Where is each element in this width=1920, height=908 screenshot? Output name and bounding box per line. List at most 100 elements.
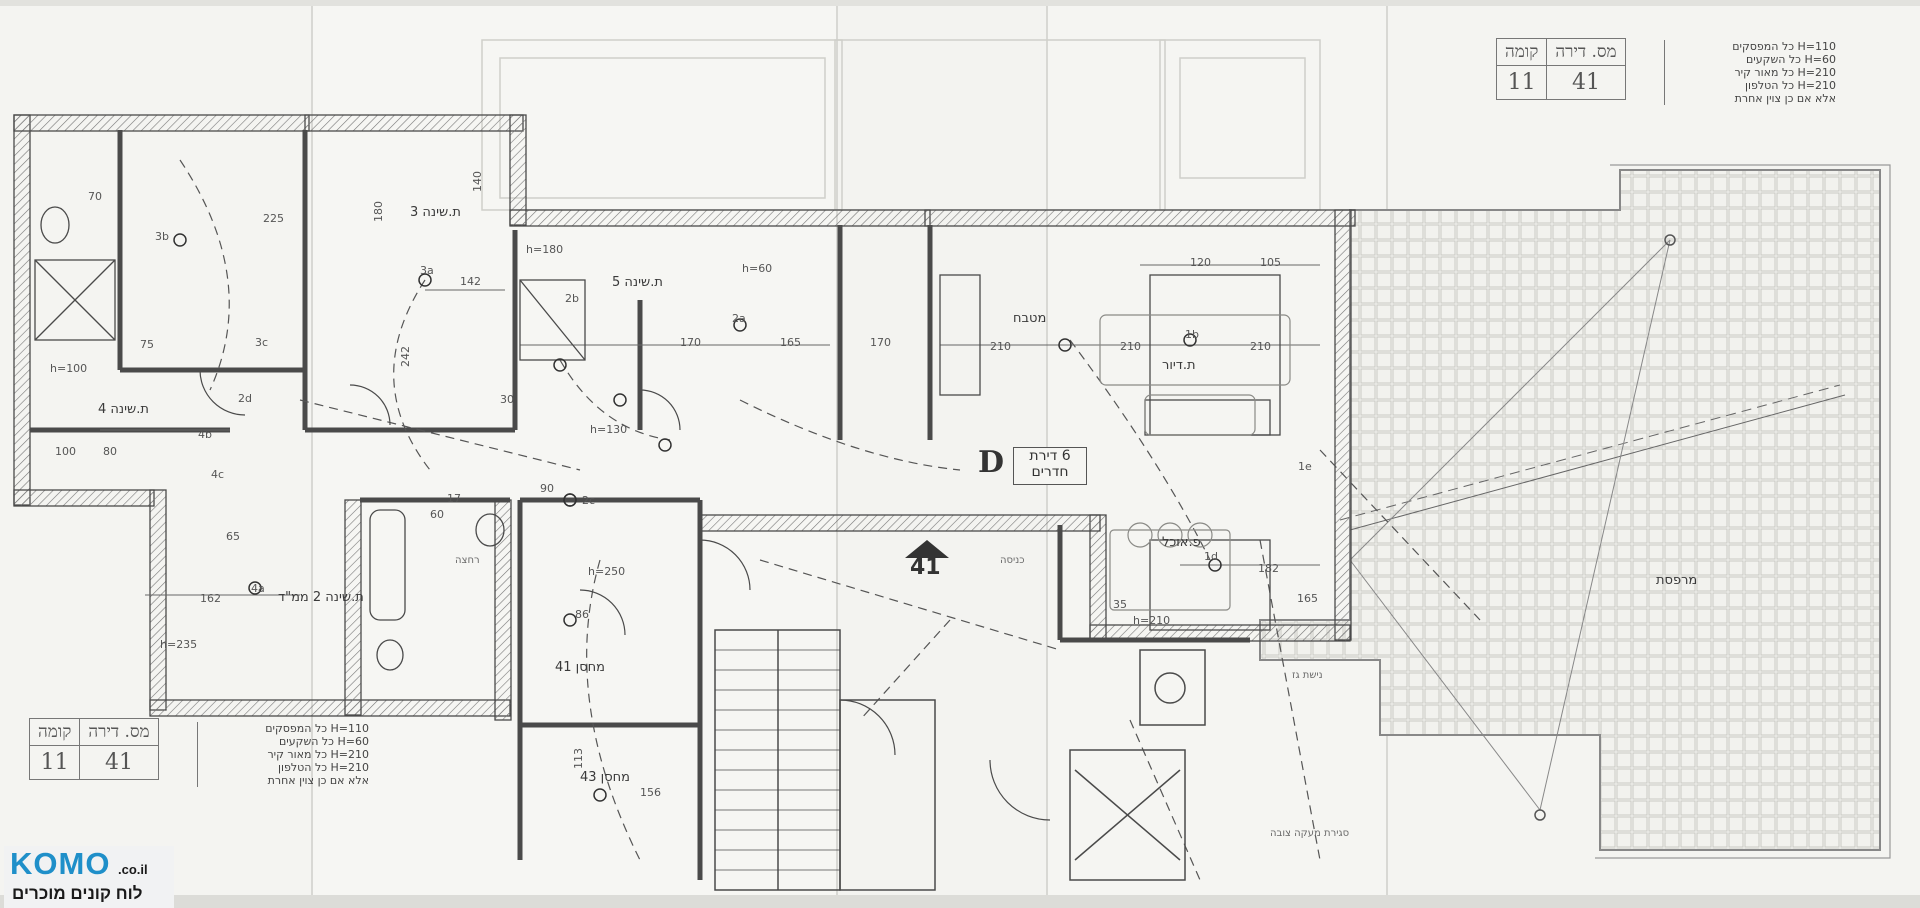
apartment-marker-letter: D (978, 445, 1005, 480)
table-value-floor: 11 (28, 745, 81, 780)
dim-80: 80 (103, 445, 117, 458)
table-value-apartment-no: 41 (1546, 65, 1626, 100)
dim-165-b: 165 (1297, 592, 1318, 605)
room-label-bedroom-2: ת.שינה 2 ממ"ד (278, 590, 364, 605)
table-header-apartment-no: מס. דירה (79, 718, 159, 746)
dim-210-b: 210 (1120, 340, 1141, 353)
tag-2b: 2b (565, 292, 579, 305)
legend-line: H=210 כל מאור קיר (1734, 66, 1836, 79)
logo-domain: .co.il (118, 862, 148, 877)
table-value-apartment-no: 41 (79, 745, 159, 780)
tag-4c: 4c (211, 468, 225, 481)
table-header-apartment-no: מס. דירה (1546, 38, 1626, 66)
dim-165: 165 (780, 336, 801, 349)
dim-90: 90 (540, 482, 554, 495)
tag-h130: h=130 (590, 423, 628, 436)
dim-180: 180 (372, 201, 385, 222)
legend-line: H=60 כל השקעים (1746, 53, 1836, 66)
tag-2c: 2c (582, 494, 596, 507)
dim-162: 162 (200, 592, 221, 605)
terrace-area (1259, 164, 1891, 859)
tag-3a: 3a (420, 264, 434, 277)
tag-2a: 2a (732, 312, 746, 325)
tag-3b: 3b (155, 230, 169, 243)
fixtures (34, 206, 1281, 671)
room-label-storage-41: מחסן 41 (555, 660, 605, 675)
room-label-bath: רחצה (455, 555, 480, 566)
apartment-rooms-box: 6 דירת חדרים (1013, 447, 1087, 485)
table-header-floor: קומה (28, 718, 81, 746)
dim-140: 140 (471, 171, 484, 192)
dim-70: 70 (88, 190, 102, 203)
installation-legend-bottom: H=110 כל המפסקים H=60 כל השקעים H=210 כל… (197, 722, 369, 787)
dim-120: 120 (1190, 256, 1211, 269)
legend-line: אלא אם כן צוין אחרת (267, 774, 369, 787)
tag-1e: 1e (1298, 460, 1312, 473)
apartment-info-table-bottom: קומה מס. דירה 11 41 (28, 718, 159, 780)
legend-line: H=210 כל הטלפון (278, 761, 369, 774)
tag-h60: h=60 (742, 262, 773, 275)
dim-113: 113 (572, 748, 585, 769)
dim-17: 17 (447, 492, 461, 505)
logo-tagline: לוח קונים מוכרים (12, 884, 143, 903)
table-header-floor: קומה (1495, 38, 1548, 66)
tag-h100: h=100 (50, 362, 88, 375)
dim-105: 105 (1260, 256, 1281, 269)
tag-4b: 4b (198, 428, 212, 441)
apartment-info-table-top: קומה מס. דירה 11 41 (1495, 38, 1626, 100)
dim-30: 30 (500, 393, 514, 406)
room-label-gas: נישת גז (1292, 670, 1323, 681)
legend-line: H=110 כל המפסקים (265, 722, 369, 735)
legend-line: H=210 כל הטלפון (1745, 79, 1836, 92)
apartment-arrow-icon (905, 540, 949, 558)
furniture (1099, 314, 1291, 611)
apartment-number: 41 (910, 555, 941, 580)
dim-100: 100 (55, 445, 76, 458)
dim-242: 242 (399, 346, 412, 367)
dim-170-a: 170 (680, 336, 701, 349)
dimension-lines (100, 264, 1320, 596)
table-value-floor: 11 (1495, 65, 1548, 100)
room-label-bedroom-3: ת.שינה 3 (410, 205, 461, 220)
komo-logo[interactable]: KOMO .co.il לוח קונים מוכרים (4, 846, 174, 908)
apartment-rooms-label: 6 דירת חדרים (1029, 448, 1071, 480)
legend-line: H=60 כל השקעים (279, 735, 369, 748)
tag-h180: h=180 (526, 243, 564, 256)
room-label-living: ת.דיור (1162, 358, 1196, 373)
dim-182: 182 (1258, 562, 1279, 575)
room-label-terrace: מרפסת (1656, 573, 1698, 588)
stair-note: סגירת מעקה צובה (1270, 828, 1350, 839)
dim-210-c: 210 (1250, 340, 1271, 353)
dim-60: 60 (430, 508, 444, 521)
dim-86: 86 (575, 608, 589, 621)
light-points (173, 233, 1222, 802)
dim-210-a: 210 (990, 340, 1011, 353)
tag-h235: h=235 (160, 638, 198, 651)
door-swings (199, 369, 1051, 821)
tag-h210: h=210 (1133, 614, 1171, 627)
tag-h250: h=250 (588, 565, 626, 578)
dim-65: 65 (226, 530, 240, 543)
legend-line: אלא אם כן צוין אחרת (1734, 92, 1836, 105)
tag-3c: 3c (255, 336, 269, 349)
room-label-kitchen: מטבח (1013, 311, 1047, 326)
room-label-entrance: כניסה (1000, 555, 1025, 566)
room-label-storage-43: מחסן 43 (580, 770, 630, 785)
room-label-dining: פ.אוכל (1162, 535, 1201, 550)
dim-35: 35 (1113, 598, 1127, 611)
exterior-walls (13, 114, 1356, 721)
tag-2d: 2d (238, 392, 252, 405)
dim-225: 225 (263, 212, 284, 225)
room-label-bedroom-4: ת.שינה 4 (98, 402, 149, 417)
dim-75: 75 (140, 338, 154, 351)
core (714, 629, 1206, 891)
dim-156: 156 (640, 786, 661, 799)
logo-wordmark: KOMO (10, 846, 111, 881)
tag-1d: 1d (1204, 550, 1218, 563)
dim-142: 142 (460, 275, 481, 288)
legend-line: H=110 כל המפסקים (1732, 40, 1836, 53)
installation-legend-top: H=110 כל המפסקים H=60 כל השקעים H=210 כל… (1664, 40, 1836, 105)
interior-walls (30, 130, 1250, 880)
